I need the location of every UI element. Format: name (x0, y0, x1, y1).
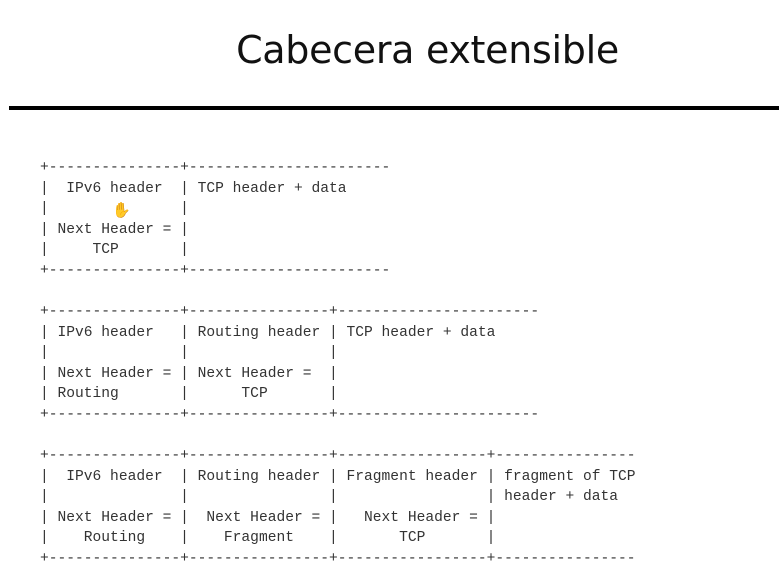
diagram-tcp-only: +---------------+-----------------------… (40, 160, 391, 279)
title-divider (9, 106, 779, 110)
slide-title: Cabecera extensible (236, 28, 619, 72)
hand-cursor-icon: ✋ (112, 202, 131, 219)
diagram-routing-tcp: +---------------+----------------+------… (40, 304, 540, 423)
diagram-routing-fragment-tcp: +---------------+----------------+------… (40, 448, 636, 567)
